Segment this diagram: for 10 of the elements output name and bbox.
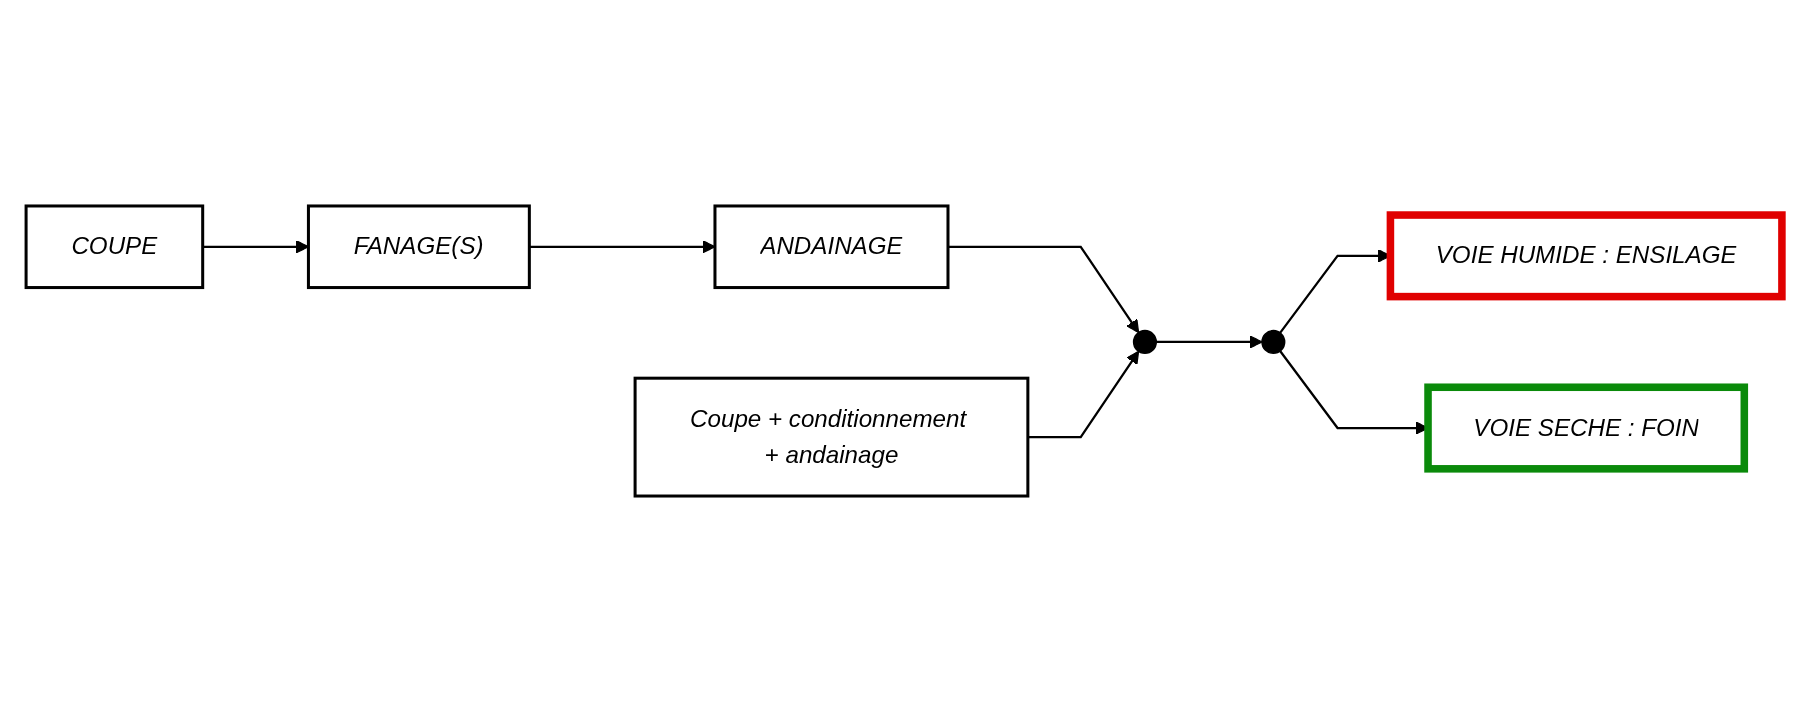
- arrow: [948, 245, 1140, 333]
- node-box: FANAGE(S): [306, 203, 531, 289]
- node-circle: [1132, 329, 1158, 354]
- node-box: VOIE HUMIDE : ENSILAGE: [1386, 210, 1786, 300]
- node-circle: [1261, 329, 1286, 354]
- node-box: VOIE SECHE : FOIN: [1424, 383, 1749, 473]
- arrow: [1156, 334, 1263, 349]
- node-box: ANDAINAGE: [713, 203, 950, 289]
- node-box: Coupe + conditionnement + andainage: [633, 376, 1030, 498]
- node-box: COUPE: [24, 203, 205, 289]
